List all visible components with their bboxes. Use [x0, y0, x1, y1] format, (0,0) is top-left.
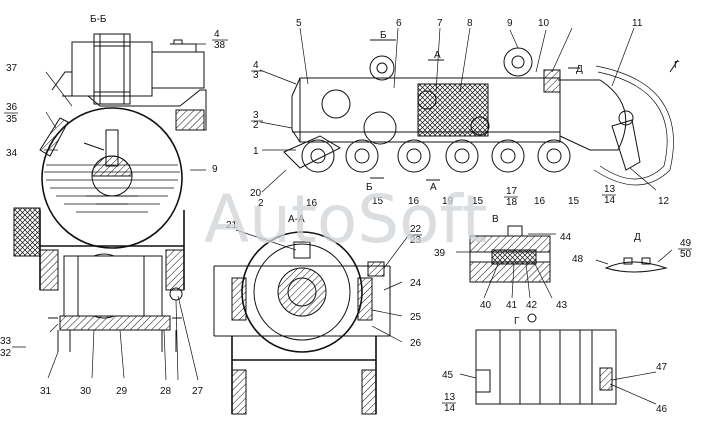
callout-13b: 13 — [444, 392, 456, 403]
callout-27: 27 — [192, 386, 204, 397]
section-marker-a-bottom: А — [430, 182, 437, 193]
callout-22: 22 — [410, 224, 422, 235]
view-bb-title: Б-Б — [90, 14, 107, 25]
callout-21: 21 — [226, 220, 238, 231]
callout-14: 14 — [604, 195, 616, 206]
callout-10: 10 — [538, 18, 550, 29]
callout-24: 24 — [410, 278, 422, 289]
view-g-title: Г — [514, 316, 520, 327]
callout-14b: 14 — [444, 403, 456, 414]
callout-11: 11 — [632, 18, 643, 29]
callout-16b: 16 — [408, 196, 420, 207]
section-arrows: Б Б А А Д Г — [366, 30, 680, 193]
callout-45: 45 — [442, 370, 454, 381]
callout-16c: 16 — [534, 196, 546, 207]
section-marker-g: Г — [674, 60, 680, 71]
callout-15b: 15 — [472, 196, 484, 207]
view-v: В — [469, 214, 551, 283]
callout-33: 33 — [0, 336, 12, 347]
view-bb: Б-Б — [13, 14, 207, 352]
callout-32: 32 — [0, 348, 12, 359]
side-view — [283, 47, 674, 186]
view-g: Г — [475, 313, 617, 405]
callout-26: 26 — [410, 338, 422, 349]
callout-5: 5 — [296, 18, 302, 29]
callout-29: 29 — [116, 386, 128, 397]
callout-35: 35 — [6, 114, 18, 125]
callout-7: 7 — [437, 18, 443, 29]
callout-50: 50 — [680, 249, 692, 260]
callout-2: 2 — [253, 120, 259, 131]
callout-49: 49 — [680, 238, 692, 249]
callout-9: 9 — [212, 164, 218, 175]
callout-37: 37 — [6, 63, 18, 74]
callout-20: 20 — [250, 188, 262, 199]
callout-17: 17 — [506, 186, 518, 197]
callout-9b: 9 — [507, 18, 513, 29]
callout-16: 16 — [306, 198, 318, 209]
callout-15c: 15 — [568, 196, 580, 207]
callout-36: 36 — [6, 102, 18, 113]
section-marker-b-bottom: Б — [366, 182, 373, 193]
callout-4b: 4 — [253, 60, 259, 71]
section-marker-a-top: А — [434, 50, 441, 61]
callout-8: 8 — [467, 18, 473, 29]
callout-4: 4 — [214, 29, 220, 40]
section-marker-b-top: Б — [380, 30, 387, 41]
callout-23: 23 — [410, 235, 422, 246]
view-aa-title: А-А — [288, 214, 305, 225]
view-v-title: В — [492, 214, 499, 225]
callout-43: 43 — [556, 300, 568, 311]
callout-1: 1 — [253, 146, 259, 157]
callout-46: 46 — [656, 404, 668, 415]
watermark: AutoSoft — [204, 181, 487, 258]
callout-15: 15 — [372, 196, 384, 207]
fraction-bars — [4, 39, 692, 404]
callout-42: 42 — [526, 300, 538, 311]
callout-34: 34 — [6, 148, 18, 159]
callout-48: 48 — [572, 254, 584, 265]
callout-38: 38 — [214, 40, 226, 51]
callout-40: 40 — [480, 300, 492, 311]
leader-lines — [44, 27, 673, 405]
view-aa: А-А — [213, 214, 391, 415]
callout-31: 31 — [40, 386, 52, 397]
callout-13: 13 — [604, 184, 616, 195]
callout-39: 39 — [434, 248, 446, 259]
callouts: 1 2 2 3 3 4 4 5 6 7 8 9 9 10 11 12 13 13… — [0, 18, 692, 415]
callout-12: 12 — [658, 196, 670, 207]
callout-25: 25 — [410, 312, 422, 323]
callout-47: 47 — [656, 362, 668, 373]
callout-6: 6 — [396, 18, 402, 29]
callout-18: 18 — [506, 197, 518, 208]
callout-41: 41 — [506, 300, 518, 311]
callout-3: 3 — [253, 70, 259, 81]
callout-19: 19 — [442, 196, 454, 207]
callout-30: 30 — [80, 386, 92, 397]
callout-44: 44 — [560, 232, 572, 243]
callout-2b: 2 — [258, 198, 264, 209]
callout-28: 28 — [160, 386, 172, 397]
view-d: Д — [604, 232, 668, 273]
road-wheels — [301, 139, 571, 173]
section-marker-d: Д — [576, 64, 583, 75]
view-d-title: Д — [634, 232, 641, 243]
callout-3b: 3 — [253, 110, 259, 121]
